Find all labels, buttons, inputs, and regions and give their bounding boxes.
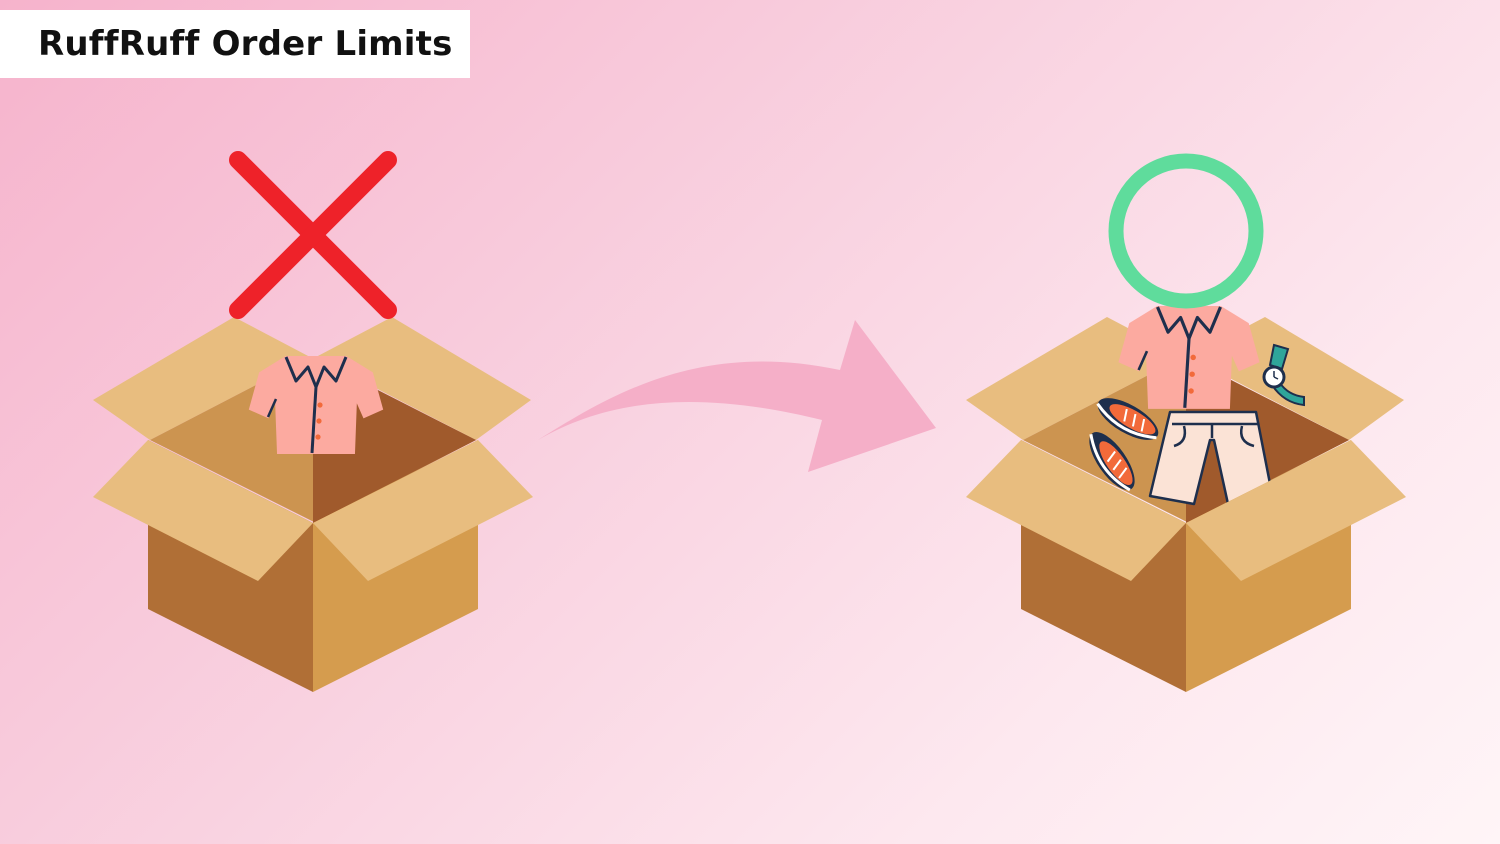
right-box-group xyxy=(966,305,1406,692)
left-box-group xyxy=(93,317,533,692)
curved-arrow-right-icon xyxy=(538,320,936,472)
circle-mark-icon xyxy=(1108,153,1264,309)
cross-mark-icon xyxy=(229,151,397,319)
wristwatch-icon xyxy=(1262,343,1305,407)
title-banner: RuffRuff Order Limits xyxy=(0,10,470,78)
shorts-icon xyxy=(1148,410,1274,506)
page-title: RuffRuff Order Limits xyxy=(38,24,453,64)
sneakers-icon xyxy=(1089,398,1159,492)
